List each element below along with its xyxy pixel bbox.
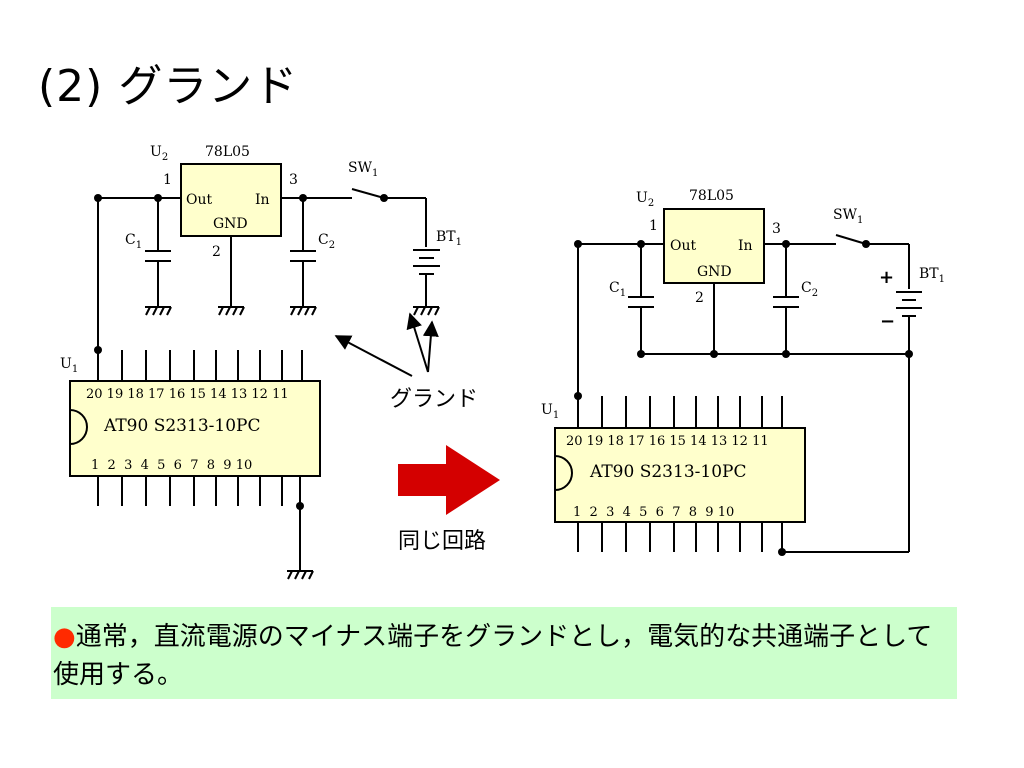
slide-title: (2) グランド — [38, 61, 299, 112]
left-regulator-body — [180, 163, 282, 237]
left-mcu-body — [69, 380, 321, 477]
right-pin-out-num: 1 — [649, 218, 658, 234]
left-mcu — [69, 350, 321, 571]
same-circuit-label: 同じ回路 — [398, 529, 486, 554]
note-text: 通常，直流電源のマイナス端子をグランドとし，電気的な共通端子として使用する。 — [53, 622, 933, 690]
right-circuit — [577, 208, 922, 553]
note-box: ●通常，直流電源のマイナス端子をグランドとし，電気的な共通端子として使用する。 — [51, 607, 957, 699]
left-cap2-ref: C2 — [318, 232, 335, 251]
right-switch-ref: SW1 — [833, 207, 863, 226]
circuit-diagram: U2 78L05 1 3 Out In GND 2 SW1 BT1 C1 C2 … — [60, 144, 945, 580]
left-pin-gnd-num: 2 — [212, 244, 221, 260]
right-pin-in-label: In — [738, 238, 753, 254]
right-switch-lever — [835, 234, 867, 245]
note-bullet-icon: ● — [53, 622, 76, 652]
right-pin-gnd-num: 2 — [695, 290, 704, 306]
right-battery-ref: BT1 — [919, 266, 945, 285]
left-regulator-ref: U2 — [150, 144, 168, 163]
ground-pointer-arrows — [334, 312, 439, 377]
left-cap1-ref: C1 — [125, 232, 142, 251]
left-circuit — [97, 163, 440, 350]
left-battery-symbol — [413, 249, 440, 275]
right-regulator-ref: U2 — [636, 190, 654, 209]
left-pin-in-num: 3 — [289, 172, 298, 188]
right-battery-symbol — [896, 291, 922, 317]
left-pin-out-num: 1 — [163, 172, 172, 188]
left-ground-symbols — [145, 306, 440, 580]
right-cap2-ref: C2 — [801, 280, 818, 299]
left-regulator-part: 78L05 — [205, 144, 250, 160]
right-mcu-ref: U1 — [541, 402, 559, 421]
right-mcu-part: AT90 S2313-10PC — [589, 462, 746, 482]
right-mcu-top-pins — [577, 396, 783, 428]
right-battery-plus: + — [879, 267, 894, 288]
right-regulator-part: 78L05 — [689, 188, 734, 204]
left-mcu-bottom-pin-numbers: 1 2 3 4 5 6 7 8 9 10 — [91, 458, 252, 473]
left-junction-dots — [94, 194, 388, 510]
left-mcu-bottom-pins — [97, 476, 301, 571]
left-switch-ref: SW1 — [348, 160, 378, 179]
right-mcu-bottom-pins — [577, 522, 763, 552]
right-pin-gnd-label: GND — [697, 264, 732, 280]
right-battery-minus: − — [880, 311, 895, 332]
same-circuit-arrow — [398, 445, 500, 515]
left-pin-in-label: In — [255, 192, 270, 208]
left-mcu-top-pin-numbers: 20 19 18 17 16 15 14 13 12 11 — [86, 387, 289, 402]
left-mcu-top-pins — [97, 350, 303, 381]
left-switch-lever — [351, 188, 385, 199]
right-cap1-ref: C1 — [609, 280, 626, 299]
right-pin-in-num: 3 — [772, 221, 781, 237]
right-mcu — [554, 396, 806, 552]
left-pin-out-label: Out — [186, 192, 212, 208]
right-mcu-top-pin-numbers: 20 19 18 17 16 15 14 13 12 11 — [566, 434, 769, 449]
left-battery-ref: BT1 — [436, 229, 462, 248]
right-mcu-body — [554, 427, 806, 523]
left-pin-gnd-label: GND — [213, 216, 248, 232]
right-mcu-bottom-pin-numbers: 1 2 3 4 5 6 7 8 9 10 — [573, 505, 734, 520]
ground-label: グランド — [390, 387, 478, 412]
right-pin-out-label: Out — [670, 238, 696, 254]
left-mcu-part: AT90 S2313-10PC — [103, 416, 260, 436]
left-mcu-ref: U1 — [60, 356, 78, 375]
right-junction-dots — [574, 240, 913, 556]
